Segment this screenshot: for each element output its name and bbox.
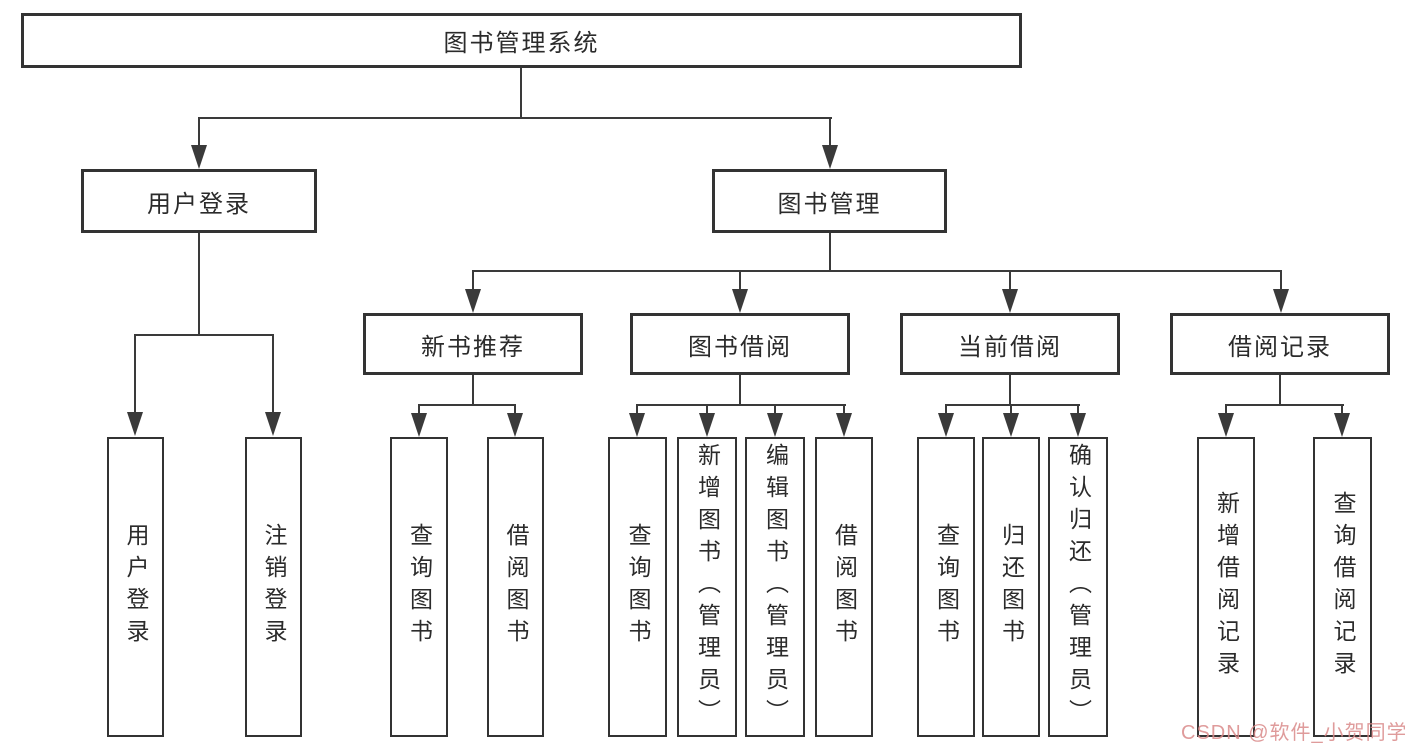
leaf-edit-books-admin: 编辑图书（管理员） (745, 437, 805, 737)
arrow-down-icon (1273, 289, 1289, 313)
arrow-down-icon (1003, 413, 1019, 437)
connector-vline (198, 117, 200, 146)
connector-vline (1009, 270, 1011, 290)
connector-hline (418, 404, 516, 406)
connector-vline (945, 404, 947, 415)
leaf-logout: 注销登录 (245, 437, 302, 737)
node-book-management: 图书管理 (712, 169, 947, 233)
node-current-borrowing-label: 当前借阅 (958, 333, 1062, 361)
connector-vline (1009, 375, 1011, 406)
leaf-logout-label: 注销登录 (261, 523, 287, 651)
leaf-borrow-query-books: 查询图书 (608, 437, 667, 737)
leaf-add-books-admin-label: 新增图书（管理员） (694, 443, 721, 731)
node-new-book-recommend-label: 新书推荐 (421, 333, 525, 361)
connector-vline (1010, 404, 1012, 415)
node-book-borrowing: 图书借阅 (630, 313, 850, 375)
connector-vline (198, 233, 200, 335)
connector-vline (272, 334, 274, 413)
arrow-down-icon (699, 413, 715, 437)
node-borrowing-records: 借阅记录 (1170, 313, 1390, 375)
connector-hline (636, 404, 846, 406)
arrow-down-icon (191, 145, 207, 169)
arrow-down-icon (836, 413, 852, 437)
connector-vline (514, 404, 516, 415)
arrow-down-icon (732, 289, 748, 313)
connector-vline (739, 270, 741, 290)
leaf-query-borrow-record: 查询借阅记录 (1313, 437, 1372, 737)
leaf-confirm-return-admin-label: 确认归还（管理员） (1065, 443, 1092, 731)
node-user-login: 用户登录 (81, 169, 317, 233)
leaf-newbook-borrow-books: 借阅图书 (487, 437, 544, 737)
node-borrowing-records-label: 借阅记录 (1228, 333, 1332, 361)
connector-vline (1279, 375, 1281, 406)
leaf-borrow-books-label: 借阅图书 (831, 523, 858, 651)
connector-vline (134, 334, 136, 413)
node-book-borrowing-label: 图书借阅 (688, 333, 792, 361)
arrow-down-icon (265, 412, 281, 436)
connector-vline (706, 404, 708, 415)
leaf-add-books-admin: 新增图书（管理员） (677, 437, 737, 737)
arrow-down-icon (1218, 413, 1234, 437)
connector-vline (636, 404, 638, 415)
arrow-down-icon (1002, 289, 1018, 313)
connector-vline (1341, 404, 1343, 415)
connector-vline (1280, 270, 1282, 290)
node-current-borrowing: 当前借阅 (900, 313, 1120, 375)
arrow-down-icon (938, 413, 954, 437)
connector-hline (198, 117, 832, 119)
arrow-down-icon (465, 289, 481, 313)
leaf-current-query-books: 查询图书 (917, 437, 975, 737)
connector-vline (472, 375, 474, 406)
leaf-borrow-books: 借阅图书 (815, 437, 873, 737)
connector-vline (829, 233, 831, 272)
leaf-add-borrow-record: 新增借阅记录 (1197, 437, 1255, 737)
leaf-edit-books-admin-label: 编辑图书（管理员） (762, 443, 789, 731)
arrow-down-icon (1334, 413, 1350, 437)
leaf-borrow-query-books-label: 查询图书 (625, 523, 651, 651)
connector-vline (829, 117, 831, 146)
arrow-down-icon (822, 145, 838, 169)
connector-vline (472, 270, 474, 290)
arrow-down-icon (629, 413, 645, 437)
node-new-book-recommend: 新书推荐 (363, 313, 583, 375)
leaf-newbook-borrow-books-label: 借阅图书 (503, 523, 529, 651)
connector-vline (739, 375, 741, 406)
arrow-down-icon (507, 413, 523, 437)
connector-hline (134, 334, 274, 336)
leaf-return-books-label: 归还图书 (998, 523, 1025, 651)
connector-vline (1225, 404, 1227, 415)
connector-hline (472, 270, 1282, 272)
leaf-newbook-query-books-label: 查询图书 (406, 523, 433, 651)
connector-vline (843, 404, 845, 415)
connector-hline (945, 404, 1080, 406)
node-user-login-label: 用户登录 (147, 190, 251, 218)
arrow-down-icon (411, 413, 427, 437)
leaf-add-borrow-record-label: 新增借阅记录 (1213, 491, 1240, 683)
leaf-user-login-label: 用户登录 (123, 523, 149, 651)
arrow-down-icon (127, 412, 143, 436)
arrow-down-icon (1070, 413, 1086, 437)
node-book-management-label: 图书管理 (777, 190, 882, 218)
leaf-confirm-return-admin: 确认归还（管理员） (1048, 437, 1108, 737)
leaf-current-query-books-label: 查询图书 (933, 523, 960, 651)
leaf-query-borrow-record-label: 查询借阅记录 (1330, 491, 1356, 683)
node-root: 图书管理系统 (21, 13, 1022, 68)
leaf-user-login: 用户登录 (107, 437, 164, 737)
connector-vline (1077, 404, 1079, 415)
arrow-down-icon (767, 413, 783, 437)
leaf-newbook-query-books: 查询图书 (390, 437, 448, 737)
connector-hline (1225, 404, 1344, 406)
csdn-watermark: CSDN @软件_小贺同学 (1181, 722, 1405, 744)
leaf-return-books: 归还图书 (982, 437, 1040, 737)
connector-vline (418, 404, 420, 415)
connector-vline (774, 404, 776, 415)
connector-vline (520, 68, 522, 118)
node-root-label: 图书管理系统 (443, 30, 600, 57)
